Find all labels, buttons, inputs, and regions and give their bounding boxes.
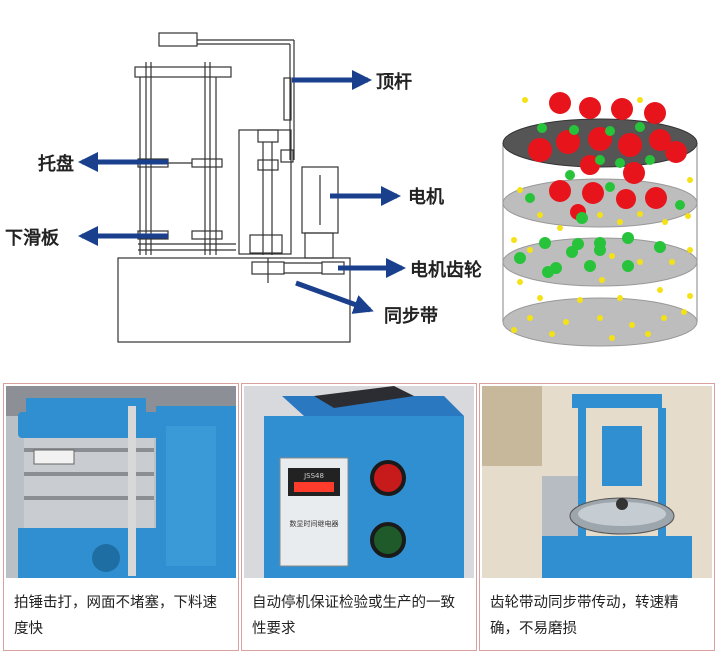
red-ball <box>616 189 636 209</box>
yellow-ball <box>609 335 615 341</box>
yellow-ball <box>599 277 605 283</box>
yellow-ball <box>681 309 687 315</box>
yellow-ball <box>687 177 693 183</box>
label-motor-gear: 电机齿轮 <box>410 260 482 281</box>
green-ball <box>622 260 634 272</box>
green-ball <box>539 237 551 249</box>
green-ball <box>594 244 606 256</box>
yellow-ball <box>617 219 623 225</box>
green-ball <box>514 252 526 264</box>
caption-controller: 自动停机保证检验或生产的一致性要求 <box>252 595 455 637</box>
yellow-ball <box>517 279 523 285</box>
arrow-sync-belt <box>295 280 374 314</box>
panel-belt: 齿轮带动同步带传动，转速精确，不易磨损 <box>479 383 715 651</box>
green-ball <box>525 193 535 203</box>
timer-label: 数显时间继电器 <box>290 519 339 528</box>
yellow-ball <box>522 97 528 103</box>
yellow-ball <box>557 225 563 231</box>
yellow-ball <box>537 295 543 301</box>
yellow-ball <box>637 97 643 103</box>
green-ball <box>605 182 615 192</box>
yellow-ball <box>687 247 693 253</box>
yellow-ball <box>637 211 643 217</box>
green-indicator-light <box>370 522 406 558</box>
timer-model: JSS48 <box>303 472 324 480</box>
label-lower-slide: 下滑板 <box>5 228 59 249</box>
green-ball <box>595 155 605 165</box>
green-ball <box>675 200 685 210</box>
caption-belt: 齿轮带动同步带传动，转速精确，不易磨损 <box>490 595 679 637</box>
yellow-ball <box>597 212 603 218</box>
caption-hammer: 拍锤击打，网面不堵塞，下料速度快 <box>14 595 217 637</box>
yellow-ball <box>517 187 523 193</box>
red-ball <box>644 102 666 124</box>
red-ball <box>556 130 580 154</box>
yellow-ball <box>637 259 643 265</box>
yellow-ball <box>549 331 555 337</box>
panel-controller: JSS48 数显时间继电器 自动停机保证检验或生产的一致性要求 <box>241 383 477 651</box>
label-motor: 电机 <box>408 187 444 208</box>
machine-diagram <box>78 32 698 347</box>
green-ball <box>565 170 575 180</box>
green-ball <box>569 125 579 135</box>
red-ball <box>645 187 667 209</box>
photo-control-box: JSS48 数显时间继电器 <box>244 386 474 578</box>
yellow-ball <box>629 322 635 328</box>
photo-belt-drive <box>482 386 712 578</box>
yellow-ball <box>685 213 691 219</box>
green-ball <box>537 123 547 133</box>
label-tray: 托盘 <box>38 154 74 175</box>
red-ball <box>665 141 687 163</box>
yellow-ball <box>597 315 603 321</box>
yellow-ball <box>527 247 533 253</box>
green-ball <box>645 155 655 165</box>
green-ball <box>654 241 666 253</box>
red-ball <box>549 180 571 202</box>
yellow-ball <box>511 237 517 243</box>
yellow-ball <box>661 315 667 321</box>
yellow-ball <box>617 295 623 301</box>
green-ball <box>572 238 584 250</box>
yellow-ball <box>657 287 663 293</box>
red-ball <box>579 97 601 119</box>
red-ball <box>528 138 552 162</box>
green-ball <box>576 212 588 224</box>
yellow-ball <box>645 331 651 337</box>
sieve-stack-illustration <box>502 92 698 347</box>
green-ball <box>622 232 634 244</box>
red-ball <box>549 92 571 114</box>
green-ball <box>605 126 615 136</box>
red-ball <box>623 162 645 184</box>
green-ball <box>615 158 625 168</box>
yellow-ball <box>687 293 693 299</box>
label-top-rod: 顶杆 <box>376 72 412 93</box>
green-ball <box>584 260 596 272</box>
yellow-ball <box>511 327 517 333</box>
yellow-ball <box>563 319 569 325</box>
label-sync-belt: 同步带 <box>384 306 438 327</box>
yellow-ball <box>527 315 533 321</box>
yellow-ball <box>669 259 675 265</box>
red-ball <box>582 182 604 204</box>
red-indicator-light <box>370 460 406 496</box>
yellow-ball <box>662 219 668 225</box>
callout-arrows <box>78 70 406 314</box>
yellow-ball <box>577 297 583 303</box>
green-ball <box>542 266 554 278</box>
green-ball <box>635 122 645 132</box>
photo-sieve-machine <box>6 386 236 578</box>
panel-hammer: 拍锤击打，网面不堵塞，下料速度快 <box>3 383 239 651</box>
yellow-ball <box>537 212 543 218</box>
red-ball <box>618 133 642 157</box>
red-ball <box>649 129 671 151</box>
red-ball <box>611 98 633 120</box>
yellow-ball <box>609 253 615 259</box>
